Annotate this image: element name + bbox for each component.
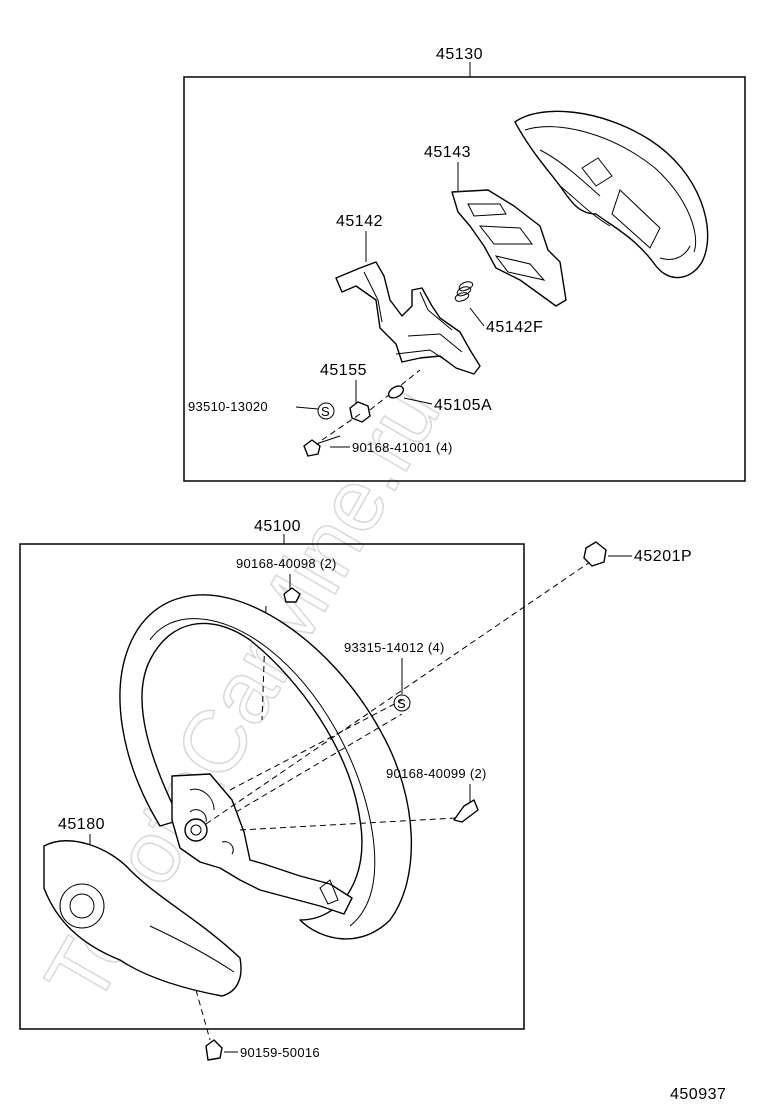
washer-callout[interactable]: 45105A xyxy=(434,397,492,414)
stud-symbol-lower-letter: S xyxy=(397,696,406,711)
washer-shape[interactable] xyxy=(387,384,406,401)
stud-symbol xyxy=(317,402,335,420)
contact-plate-shape[interactable] xyxy=(451,189,567,307)
stud-symbol-letter: S xyxy=(321,404,330,419)
lower-assembly-part-number[interactable]: 45100 xyxy=(254,518,301,535)
stud-callout-lower[interactable]: 93315-14012 (4) xyxy=(344,640,445,655)
screw-shape[interactable] xyxy=(303,435,341,457)
upper-assembly-frame xyxy=(183,76,746,482)
lower-assembly-frame xyxy=(19,543,525,1030)
horn-pad-shape[interactable] xyxy=(514,110,709,279)
nut-shape[interactable] xyxy=(349,401,371,423)
side-screw-shape[interactable] xyxy=(453,799,479,823)
figure-number: 450937 xyxy=(670,1086,726,1103)
upper-assembly-part-number[interactable]: 45130 xyxy=(436,46,483,63)
nut-callout[interactable]: 45155 xyxy=(320,362,367,379)
wheel-hub-shape[interactable] xyxy=(171,773,353,915)
spring-callout[interactable]: 45142F xyxy=(486,319,543,336)
horn-bracket-shape[interactable] xyxy=(335,261,481,375)
stud-symbol-lower xyxy=(393,694,411,712)
spring-shape[interactable] xyxy=(454,281,474,302)
hub-nut-callout[interactable]: 45201P xyxy=(634,548,692,565)
top-screw-shape[interactable] xyxy=(283,587,301,603)
top-screw-callout[interactable]: 90168-40098 (2) xyxy=(236,556,337,571)
screw-callout[interactable]: 90168-41001 (4) xyxy=(352,440,453,455)
steering-wheel-shape[interactable] xyxy=(119,594,413,940)
hub-nut-shape[interactable] xyxy=(583,541,607,567)
side-screw-callout[interactable]: 90168-40099 (2) xyxy=(386,766,487,781)
upper-assembly-group: 45130 45143 45142 xyxy=(183,46,746,482)
pad-callout[interactable]: 45143 xyxy=(424,144,471,161)
stud-callout[interactable]: 93510-13020 xyxy=(188,399,268,414)
wheel-cover-shape[interactable] xyxy=(43,840,242,997)
lower-assembly-group: 45100 90168-40098 (2) 93315-14012 (4) S … xyxy=(19,518,591,1041)
bracket-callout[interactable]: 45142 xyxy=(336,213,383,230)
cover-callout[interactable]: 45180 xyxy=(58,816,105,833)
bottom-screw-callout[interactable]: 90159-50016 xyxy=(240,1045,320,1060)
bottom-screw-shape[interactable] xyxy=(205,1039,223,1061)
